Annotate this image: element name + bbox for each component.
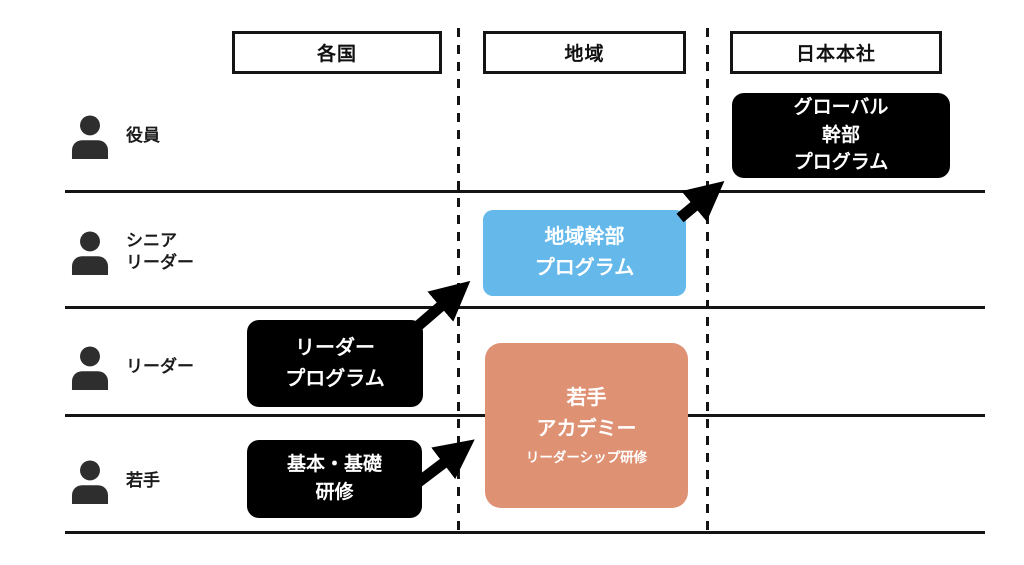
row-executives: 役員 bbox=[67, 112, 160, 160]
program-box-label: グローバル 幹部 プログラム bbox=[793, 97, 889, 174]
person-icon bbox=[67, 457, 113, 505]
row-label: シニア リーダー bbox=[126, 230, 194, 272]
column-header-countries: 各国 bbox=[232, 31, 442, 74]
row-young: 若手 bbox=[67, 457, 160, 505]
row-divider-line bbox=[65, 190, 985, 193]
row-label: 役員 bbox=[126, 125, 160, 145]
column-header-region: 地域 bbox=[483, 31, 686, 74]
program-box-label: 地域幹部 プログラム bbox=[534, 226, 635, 279]
program-box-global-executive: グローバル 幹部 プログラム bbox=[732, 93, 950, 178]
column-header-label: 各国 bbox=[316, 44, 357, 65]
program-box-label: 基本・基礎 研修 bbox=[286, 453, 382, 504]
row-label: 若手 bbox=[126, 470, 160, 490]
program-box-label: 若手 アカデミー bbox=[536, 386, 637, 440]
row-leader: リーダー bbox=[67, 343, 194, 391]
row-divider-line bbox=[65, 306, 985, 309]
person-icon bbox=[67, 112, 113, 160]
row-label: リーダー bbox=[126, 356, 194, 376]
row-divider-line bbox=[65, 531, 985, 534]
column-header-japan-hq: 日本本社 bbox=[730, 31, 942, 74]
program-box-basic-training: 基本・基礎 研修 bbox=[247, 440, 422, 518]
person-icon bbox=[67, 228, 113, 276]
column-header-label: 地域 bbox=[564, 44, 605, 65]
column-divider-dashed-line bbox=[706, 28, 709, 538]
program-box-youth-academy: 若手 アカデミー リーダーシップ研修 bbox=[485, 343, 688, 508]
program-box-leader: リーダー プログラム bbox=[247, 320, 423, 407]
program-box-regional-executive: 地域幹部 プログラム bbox=[483, 210, 686, 296]
program-box-label: リーダー プログラム bbox=[285, 336, 385, 390]
program-box-sublabel: リーダーシップ研修 bbox=[525, 449, 648, 465]
column-header-label: 日本本社 bbox=[795, 44, 876, 65]
person-icon bbox=[67, 343, 113, 391]
row-senior-leader: シニア リーダー bbox=[67, 228, 194, 276]
column-divider-dashed-line bbox=[457, 28, 460, 538]
